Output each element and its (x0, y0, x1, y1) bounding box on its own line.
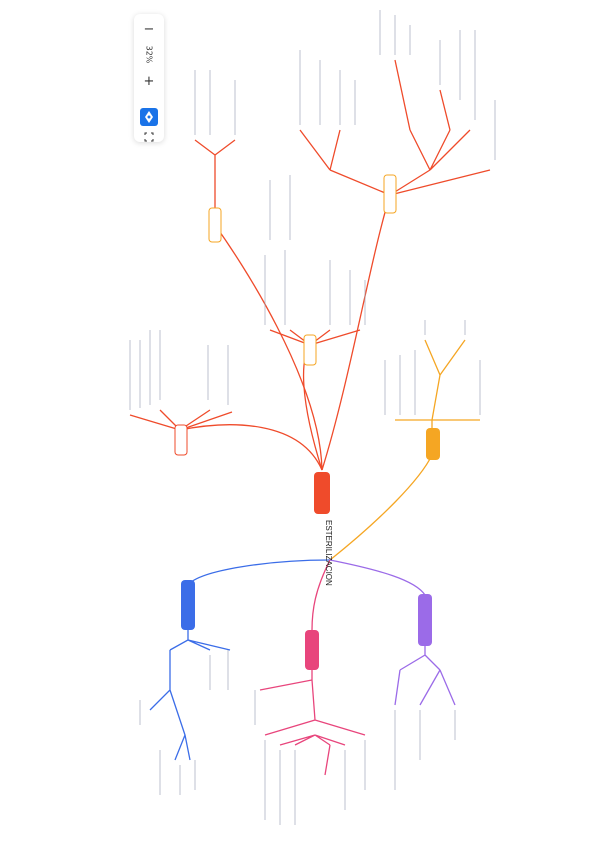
red-subnode-2[interactable] (303, 334, 317, 366)
zoom-level: 32% (144, 45, 154, 64)
red-subnode-1[interactable] (174, 424, 188, 456)
purple-branch (329, 559, 456, 706)
red-subnode-3[interactable] (208, 207, 222, 243)
zoom-toolbar: − 32% + (134, 14, 164, 142)
fit-screen-icon (144, 132, 154, 142)
red-subnode-4[interactable] (383, 174, 397, 214)
blue-branch (149, 559, 331, 761)
fit-screen-button[interactable] (134, 132, 164, 142)
zoom-out-button[interactable]: − (143, 22, 155, 37)
pink-main-node[interactable] (305, 630, 319, 670)
locate-icon (145, 111, 153, 123)
root-label: ESTERILIZACION (324, 520, 333, 586)
leaf-text-placeholders (129, 10, 496, 825)
orange-branch (329, 339, 480, 561)
pink-branch (259, 559, 366, 776)
red-branch (129, 59, 491, 471)
zoom-in-button[interactable]: + (143, 74, 155, 89)
orange-main-node[interactable] (426, 428, 440, 460)
locate-button[interactable] (140, 108, 158, 126)
blue-main-node[interactable] (181, 580, 195, 630)
red-main-node[interactable] (314, 472, 330, 514)
purple-main-node[interactable] (418, 594, 432, 646)
